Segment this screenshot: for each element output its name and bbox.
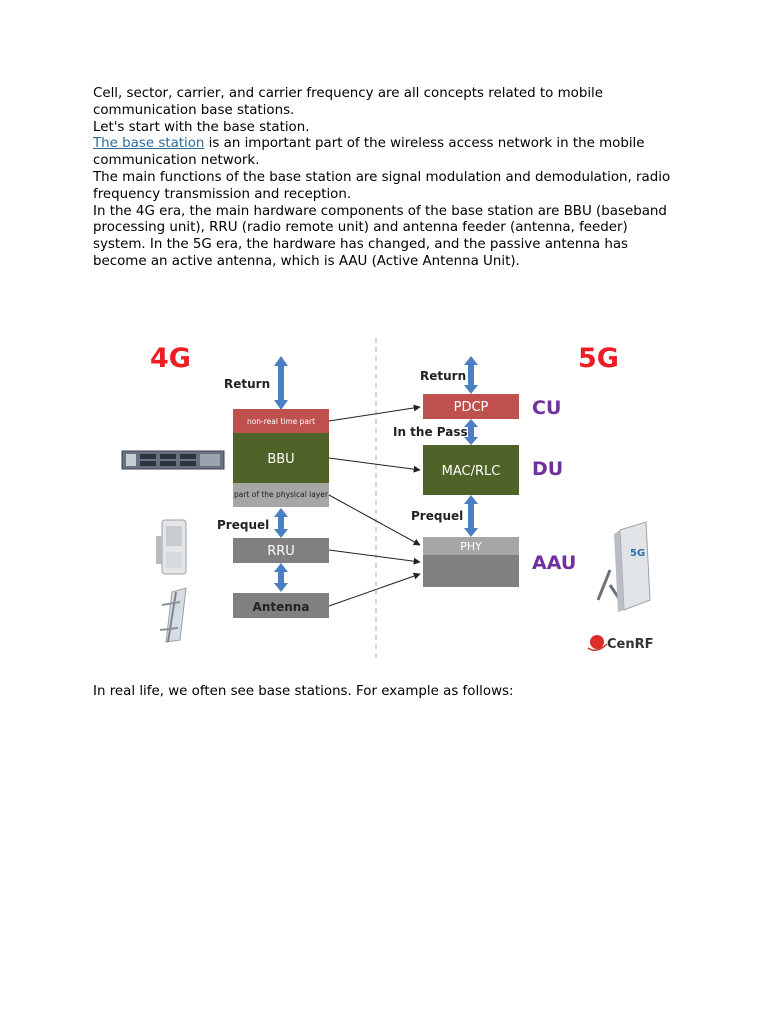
antenna-device-image (160, 588, 186, 642)
return-label-4g: Return (224, 377, 270, 391)
prequel-arrow-5g (464, 495, 478, 537)
base-station-4g-5g-diagram: 4G 5G Return non-real time part BBU part… (110, 330, 670, 665)
prequel-arrow-4g-bottom (274, 563, 288, 592)
arrow-nrt-to-pdcp (329, 407, 420, 421)
base-station-link[interactable]: The base station (93, 136, 204, 151)
arrow-bbu-to-mac (329, 458, 420, 470)
cenrf-logo-text: CenRF (607, 637, 654, 652)
intro-text: Cell, sector, carrier, and carrier frequ… (93, 86, 683, 271)
aau-device-mark: 5G (630, 548, 645, 559)
non-real-time-label: non-real time part (247, 417, 315, 426)
cenrf-logo: CenRF (588, 635, 654, 652)
paragraph-start: Let's start with the base station. (93, 120, 683, 137)
cu-label: CU (532, 397, 561, 419)
pdcp-label: PDCP (454, 400, 489, 415)
bbu-device-image (122, 451, 224, 469)
du-label: DU (532, 458, 563, 480)
rru-device-image (156, 520, 186, 574)
prequel-label-5g: Prequel (411, 509, 463, 523)
paragraph-base-station: The base station is an important part of… (93, 136, 683, 170)
in-the-pass-label: In the Pass (393, 425, 468, 439)
phy-label: PHY (460, 540, 482, 553)
arrow-rru-to-aau (329, 550, 420, 562)
rru-label: RRU (267, 544, 295, 559)
prequel-label-4g: Prequel (217, 518, 269, 532)
aau-device-image: 5G (598, 522, 650, 612)
paragraph-intro: Cell, sector, carrier, and carrier frequ… (93, 86, 683, 120)
paragraph-real-life: In real life, we often see base stations… (93, 684, 514, 701)
arrow-physical-to-phy (329, 495, 420, 545)
paragraph-functions: The main functions of the base station a… (93, 170, 683, 204)
aau-block (423, 555, 519, 587)
title-5g: 5G (578, 343, 619, 374)
antenna-label: Antenna (253, 600, 310, 614)
prequel-arrow-4g-top (274, 508, 288, 538)
bbu-label: BBU (267, 452, 294, 467)
title-4g: 4G (150, 343, 191, 374)
aau-label: AAU (532, 552, 576, 574)
return-arrow-4g (274, 356, 288, 410)
return-label-5g: Return (420, 369, 466, 383)
physical-layer-label: part of the physical layer (234, 490, 329, 499)
arrow-antenna-to-aau (329, 574, 420, 606)
paragraph-hardware: In the 4G era, the main hardware compone… (93, 204, 683, 271)
mac-rlc-label: MAC/RLC (442, 464, 501, 479)
